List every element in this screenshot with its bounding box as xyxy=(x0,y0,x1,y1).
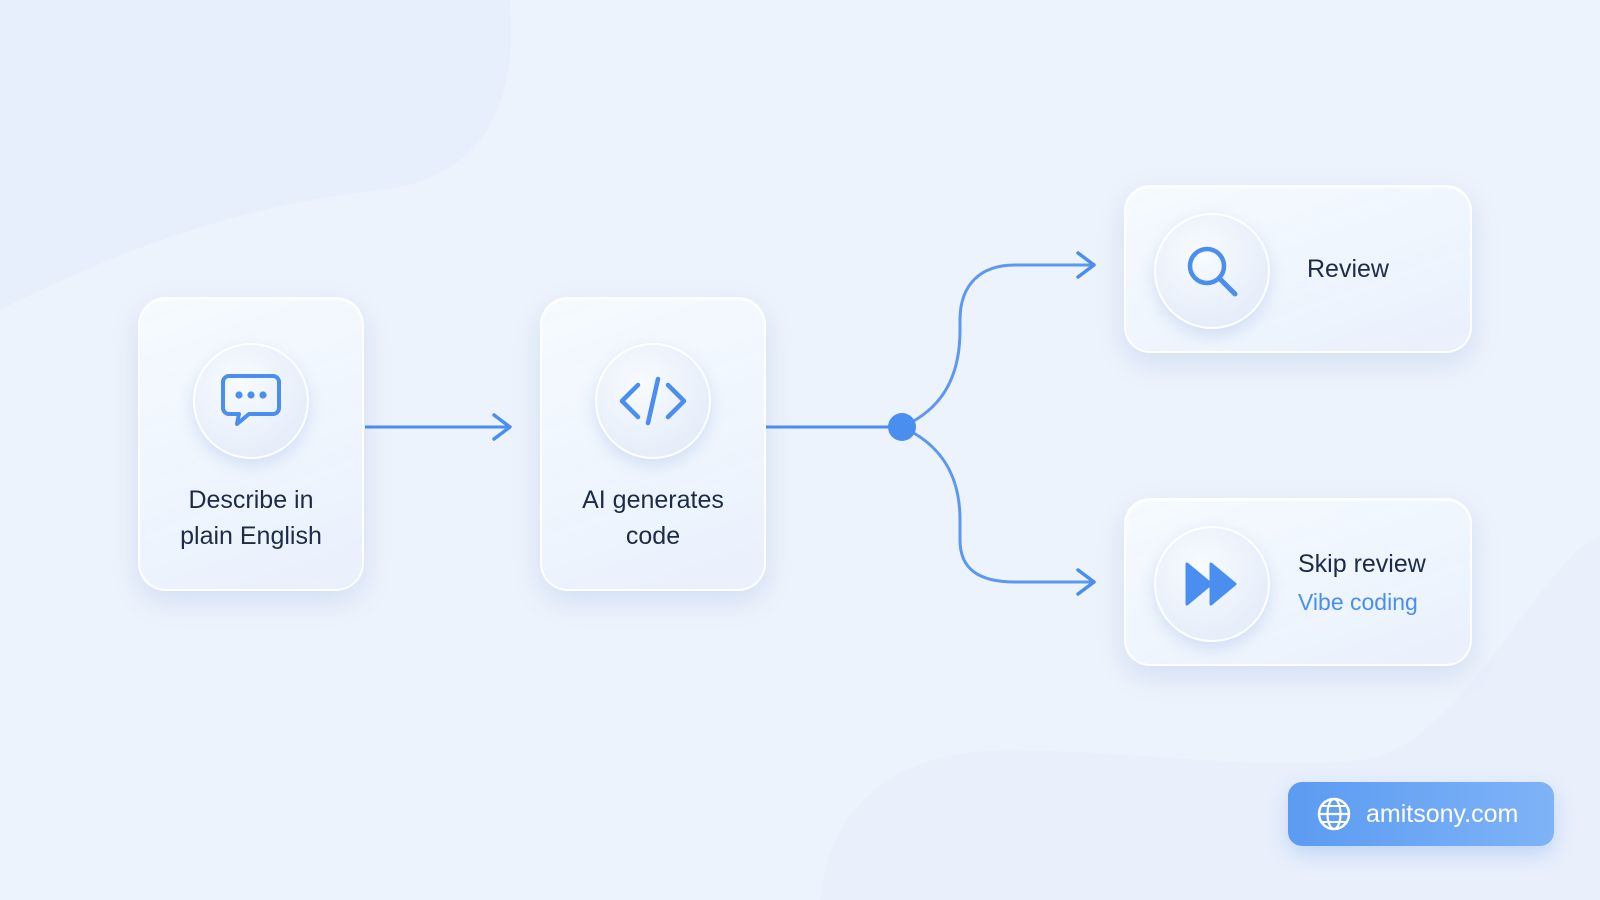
step-label-line1: Describe in xyxy=(188,486,314,514)
fast-forward-icon xyxy=(1185,562,1237,606)
site-link-text: amitsony.com xyxy=(1366,799,1519,828)
step-card-ai-generates: AI generates code xyxy=(540,297,766,591)
branch-card-skip-review: Skip review Vibe coding xyxy=(1124,498,1472,666)
step-label-line2: code xyxy=(625,522,681,550)
step-card-describe: Describe in plain English xyxy=(138,297,364,591)
branch-to-review xyxy=(901,251,1096,429)
arrow-step1-to-step2 xyxy=(365,413,512,441)
branch-title: Review xyxy=(1307,255,1389,283)
step-icon-circle xyxy=(193,343,309,459)
step-icon-circle xyxy=(595,343,711,459)
branch-to-skip-review xyxy=(901,425,1096,596)
code-icon xyxy=(619,376,687,426)
branch-card-review: Review xyxy=(1124,185,1472,353)
branch-icon-circle xyxy=(1154,213,1270,329)
branch-subtitle: Vibe coding xyxy=(1298,589,1418,615)
junction-dot xyxy=(888,413,916,441)
site-link-badge[interactable]: amitsony.com xyxy=(1288,782,1554,846)
globe-icon xyxy=(1317,797,1351,831)
step-label-line2: plain English xyxy=(180,522,322,550)
branch-title: Skip review xyxy=(1298,550,1426,578)
search-icon xyxy=(1187,246,1238,297)
chat-bubble-icon xyxy=(221,374,281,426)
step-label-line1: AI generates xyxy=(582,486,724,514)
branch-icon-circle xyxy=(1154,526,1270,642)
